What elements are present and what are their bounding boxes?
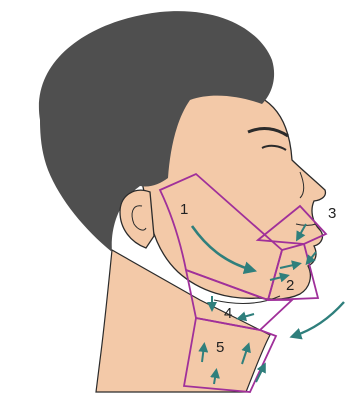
zone-2-label: 2 bbox=[286, 277, 294, 294]
zone-5-label: 5 bbox=[216, 339, 224, 356]
under-chin-outer-arrow bbox=[294, 302, 344, 336]
zone-3-label: 3 bbox=[328, 205, 336, 222]
zone-4-label: 4 bbox=[224, 305, 232, 322]
ear-shape bbox=[120, 190, 154, 248]
zone-1-label: 1 bbox=[180, 201, 188, 218]
zone-4-arrow-b bbox=[240, 314, 254, 318]
